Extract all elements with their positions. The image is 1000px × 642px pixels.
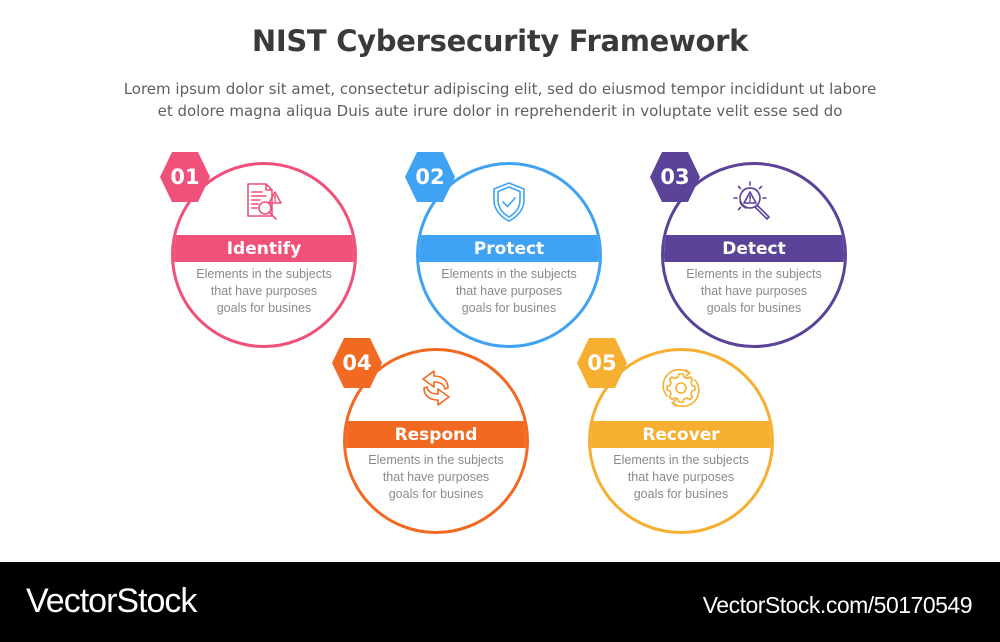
step-number: 02 bbox=[415, 165, 445, 189]
step-number-badge: 05 bbox=[576, 336, 628, 390]
step-label: Identify bbox=[174, 235, 354, 262]
page-subtitle: Lorem ipsum dolor sit amet, consectetur … bbox=[40, 78, 960, 122]
step-label: Protect bbox=[419, 235, 599, 262]
step-number-badge: 02 bbox=[404, 150, 456, 204]
step-label: Recover bbox=[591, 421, 771, 448]
desc-line: Elements in the subjects bbox=[441, 267, 577, 281]
desc-line: Elements in the subjects bbox=[686, 267, 822, 281]
desc-line: Elements in the subjects bbox=[368, 453, 504, 467]
step-circle: Protect Elements in the subjects that ha… bbox=[416, 162, 602, 348]
subtitle-line-1: Lorem ipsum dolor sit amet, consectetur … bbox=[123, 80, 877, 98]
step-respond: Respond Elements in the subjects that ha… bbox=[332, 338, 529, 534]
step-description: Elements in the subjects that have purpo… bbox=[591, 452, 771, 503]
step-number: 03 bbox=[660, 165, 690, 189]
desc-line: goals for busines bbox=[706, 301, 802, 315]
desc-line: that have purposes bbox=[382, 470, 490, 484]
brand-logo: VectorStock bbox=[26, 582, 197, 620]
gear-cycle-icon bbox=[659, 366, 703, 410]
step-number-badge: 03 bbox=[649, 150, 701, 204]
step-identify: Identify Elements in the subjects that h… bbox=[160, 152, 357, 348]
step-number-badge: 01 bbox=[159, 150, 211, 204]
image-id: VectorStock.com/50170549 bbox=[702, 592, 973, 618]
desc-line: goals for busines bbox=[461, 301, 557, 315]
desc-line: Elements in the subjects bbox=[613, 453, 749, 467]
step-circle: Identify Elements in the subjects that h… bbox=[171, 162, 357, 348]
desc-line: Elements in the subjects bbox=[196, 267, 332, 281]
step-recover: Recover Elements in the subjects that ha… bbox=[577, 338, 774, 534]
document-search-warning-icon bbox=[242, 180, 286, 224]
desc-line: that have purposes bbox=[700, 284, 808, 298]
step-description: Elements in the subjects that have purpo… bbox=[664, 266, 844, 317]
step-number: 05 bbox=[587, 351, 617, 375]
desc-line: goals for busines bbox=[633, 487, 729, 501]
step-number: 04 bbox=[342, 351, 372, 375]
desc-line: goals for busines bbox=[388, 487, 484, 501]
subtitle-line-2: et dolore magna aliqua Duis aute irure d… bbox=[157, 102, 843, 120]
desc-line: that have purposes bbox=[210, 284, 318, 298]
step-description: Elements in the subjects that have purpo… bbox=[174, 266, 354, 317]
exchange-arrows-icon bbox=[414, 366, 458, 410]
step-description: Elements in the subjects that have purpo… bbox=[346, 452, 526, 503]
page-title: NIST Cybersecurity Framework bbox=[251, 24, 749, 58]
magnifier-warning-icon bbox=[732, 180, 776, 224]
step-number: 01 bbox=[170, 165, 200, 189]
watermark-footer: VectorStock VectorStock.com/50170549 bbox=[0, 562, 1000, 642]
step-label: Detect bbox=[664, 235, 844, 262]
desc-line: that have purposes bbox=[455, 284, 563, 298]
step-detect: Detect Elements in the subjects that hav… bbox=[650, 152, 847, 348]
step-number-badge: 04 bbox=[331, 336, 383, 390]
step-label: Respond bbox=[346, 421, 526, 448]
step-protect: Protect Elements in the subjects that ha… bbox=[405, 152, 602, 348]
desc-line: that have purposes bbox=[627, 470, 735, 484]
desc-line: goals for busines bbox=[216, 301, 312, 315]
shield-check-icon bbox=[487, 180, 531, 224]
step-circle: Respond Elements in the subjects that ha… bbox=[343, 348, 529, 534]
step-description: Elements in the subjects that have purpo… bbox=[419, 266, 599, 317]
